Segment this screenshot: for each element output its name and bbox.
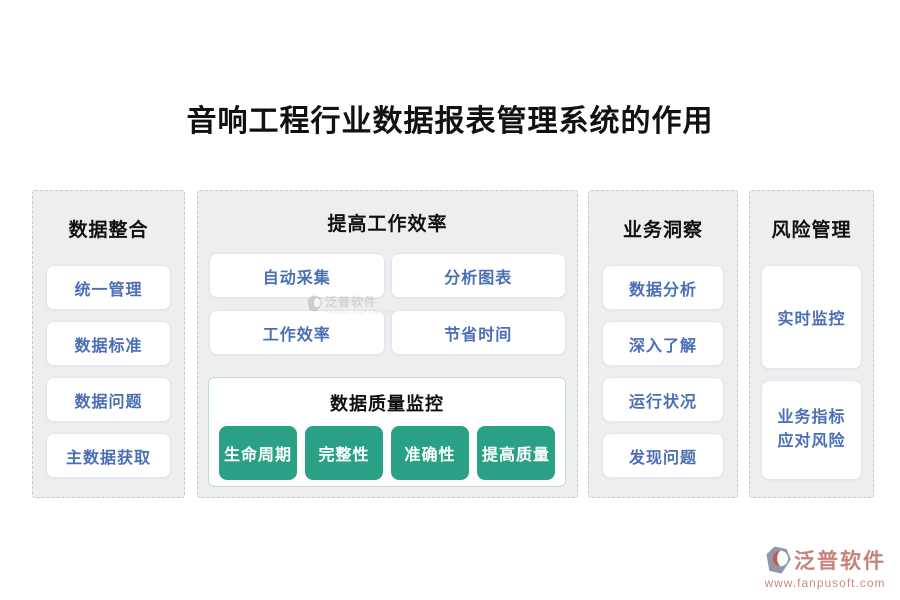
item-analysis-charts: 分析图表 [390, 253, 566, 298]
panel-work-efficiency-header: 提高工作效率 [327, 213, 448, 235]
efficiency-card-grid: 自动采集 分析图表 工作效率 节省时间 [198, 253, 577, 355]
tag-lifecycle: 生命周期 [219, 426, 297, 480]
item-unified-management: 统一管理 [46, 265, 171, 310]
panel-risk-management: 风险管理 实时监控 业务指标 应对风险 [749, 190, 874, 498]
page-title: 音响工程行业数据报表管理系统的作用 [186, 105, 714, 138]
footer-brand-name: 泛普软件 [794, 550, 886, 573]
item-business-indicator-risk-response: 业务指标 应对风险 [761, 380, 862, 480]
item-data-analysis: 数据分析 [602, 265, 724, 310]
item-work-efficiency: 工作效率 [209, 310, 385, 355]
quality-tag-row: 生命周期 完整性 准确性 提高质量 [209, 416, 565, 480]
item-data-standard: 数据标准 [46, 321, 171, 366]
panel-business-insight-header: 业务洞察 [622, 219, 703, 241]
fanpu-logo-icon [766, 546, 791, 574]
panel-data-integration-header: 数据整合 [68, 219, 149, 241]
subpanel-header: 数据质量监控 [330, 394, 444, 414]
panel-data-integration: 数据整合 统一管理 数据标准 数据问题 主数据获取 [32, 190, 185, 498]
item-deep-understanding: 深入了解 [602, 321, 724, 366]
item-problem-discovery: 发现问题 [602, 433, 724, 478]
panel-risk-management-header: 风险管理 [771, 219, 852, 241]
item-operating-status: 运行状况 [602, 377, 724, 422]
footer-website-url: www.fanpusoft.com [764, 576, 886, 590]
tag-accuracy: 准确性 [391, 426, 469, 480]
panel-business-insight: 业务洞察 数据分析 深入了解 运行状况 发现问题 [588, 190, 738, 498]
tag-completeness: 完整性 [305, 426, 383, 480]
panel-work-efficiency: 提高工作效率 自动采集 分析图表 工作效率 节省时间 数据质量监控 生命周期 完… [197, 190, 578, 498]
subpanel-data-quality-monitoring: 数据质量监控 生命周期 完整性 准确性 提高质量 [208, 377, 566, 487]
item-data-issues: 数据问题 [46, 377, 171, 422]
item-master-data-acquisition: 主数据获取 [46, 433, 171, 478]
item-realtime-monitoring: 实时监控 [761, 265, 862, 369]
item-save-time: 节省时间 [390, 310, 566, 355]
footer-brand-row: 泛普软件 [764, 545, 886, 575]
item-auto-collection: 自动采集 [209, 253, 385, 298]
footer-brand-block: 泛普软件 www.fanpusoft.com [764, 545, 886, 590]
tag-quality-improvement: 提高质量 [477, 426, 555, 480]
